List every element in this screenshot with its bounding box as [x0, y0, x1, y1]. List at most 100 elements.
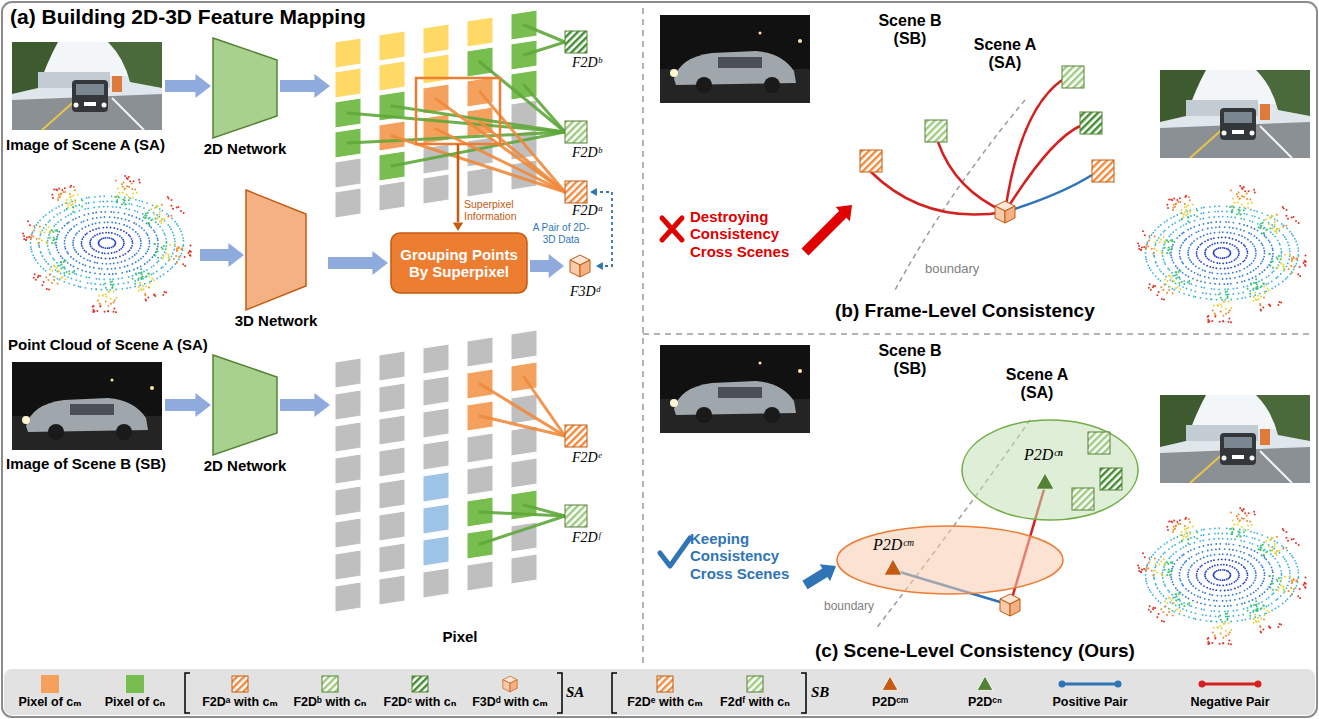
flow-arrow — [280, 74, 330, 98]
legend-swatch — [41, 675, 59, 693]
flow-arrow — [165, 393, 211, 417]
legend-dot — [1059, 681, 1066, 688]
network-block: 2D Network — [195, 355, 295, 477]
flow-arrow — [280, 393, 330, 417]
legend-line — [1202, 683, 1258, 686]
legend-band — [4, 669, 1315, 715]
edge-arrow — [328, 251, 388, 275]
feature-cell — [511, 458, 537, 488]
point-cloud — [1137, 507, 1307, 645]
feature-square — [565, 181, 587, 203]
scene-label: Scene B (SB) — [868, 342, 952, 379]
point-feature-cube — [570, 255, 590, 277]
scene-label: Scene A (SA) — [995, 366, 1079, 403]
feature-cell — [467, 167, 493, 197]
feature-cell — [335, 582, 361, 612]
panel-divider — [643, 333, 1313, 335]
feature-cell — [423, 408, 449, 438]
ellipse-shape — [837, 526, 1063, 594]
node-shape — [835, 524, 1065, 596]
feature-square — [747, 676, 763, 692]
network-block: 2D Network — [195, 38, 295, 160]
prototype-triangle — [1036, 473, 1054, 489]
node-label: 3D Network — [226, 312, 326, 329]
feature-cell — [511, 394, 537, 424]
feature-square — [1062, 66, 1084, 88]
feature-cell — [423, 54, 449, 84]
feature-cell — [379, 543, 405, 573]
scene-photo — [12, 42, 162, 130]
feature-cell — [467, 337, 493, 367]
scene-boundary — [895, 100, 1025, 290]
node-label: P2Dᶜⁿ — [1024, 446, 1072, 464]
feature-symbol: F2Dᵃ — [572, 203, 616, 219]
feature-cell — [511, 426, 537, 456]
feature-cell — [379, 61, 405, 91]
callout-text: Keeping Consistency Cross Scenes — [690, 530, 804, 582]
feature-cell — [379, 383, 405, 413]
feature-square — [657, 676, 673, 692]
feature-square — [860, 150, 882, 172]
image-caption: Point Cloud of Scene A (SA) — [8, 336, 268, 353]
mapping-line — [524, 377, 565, 436]
scene-photo — [660, 345, 810, 433]
feature-square — [322, 676, 338, 692]
mapping-line — [524, 505, 565, 516]
feature-symbol: F2Dᵇ — [572, 145, 616, 161]
process-box: Grouping Points By Superpixel — [390, 232, 528, 294]
bracket-label: SB — [811, 684, 841, 701]
legend-bracket — [557, 673, 562, 713]
node-label: 2D Network — [195, 457, 295, 474]
legend-swatch — [126, 675, 144, 693]
feature-square — [565, 505, 587, 527]
feature-symbol: F2Dᵇ — [572, 55, 616, 71]
legend-label: F2Dᵉ with cₘ — [605, 695, 725, 709]
legend-label: P2Dᶜᵐ — [830, 695, 950, 709]
trapezoid-shape — [246, 190, 306, 310]
legend-label: F2dᶠ with cₙ — [695, 695, 815, 709]
legend-dot — [1199, 681, 1206, 688]
legend-label: P2Dᶜⁿ — [925, 695, 1045, 709]
flow-arrow — [200, 243, 244, 267]
node-label: P2Dᶜᵐ — [873, 536, 921, 554]
feature-cell — [379, 479, 405, 509]
point-feature-cube — [1000, 594, 1020, 616]
feature-square — [1100, 468, 1122, 490]
callout-text: Destroying Consistency Cross Scenes — [690, 208, 804, 260]
feature-square — [565, 31, 587, 53]
flow-arrow — [802, 564, 836, 589]
feature-symbol: F2Dᶠ — [572, 530, 616, 546]
feature-cell — [379, 415, 405, 445]
mapping-line — [480, 92, 565, 192]
feature-square — [412, 676, 428, 692]
legend-label: F3Dᵈ with cₘ — [450, 695, 570, 709]
legend-label: Positive Pair — [1030, 695, 1150, 709]
feature-square — [232, 676, 248, 692]
trapezoid-shape — [213, 355, 277, 455]
panel-title: (a) Building 2D-3D Feature Mapping — [10, 5, 440, 29]
feature-square — [1080, 112, 1102, 134]
feature-cell — [379, 447, 405, 477]
legend-bracket — [612, 673, 617, 713]
feature-square — [1088, 432, 1110, 454]
feature-square — [1072, 488, 1094, 510]
feature-cell — [467, 465, 493, 495]
node-shape — [960, 418, 1140, 522]
feature-cell — [335, 188, 361, 218]
mapping-line — [480, 516, 565, 544]
feature-cell — [335, 68, 361, 98]
feature-cell — [423, 376, 449, 406]
node-label: 2D Network — [195, 140, 295, 157]
feature-cell — [379, 575, 405, 605]
legend-line — [1062, 683, 1118, 686]
arrow-head — [453, 222, 463, 231]
cross-mark — [662, 218, 682, 240]
prototype-triangle — [882, 676, 898, 690]
check-mark — [660, 538, 690, 566]
superpixel-frame — [416, 78, 500, 144]
scene-photo — [1160, 395, 1310, 483]
prototype-triangle — [884, 559, 902, 575]
legend-bracket — [801, 673, 806, 713]
point-feature-cube — [995, 201, 1015, 223]
